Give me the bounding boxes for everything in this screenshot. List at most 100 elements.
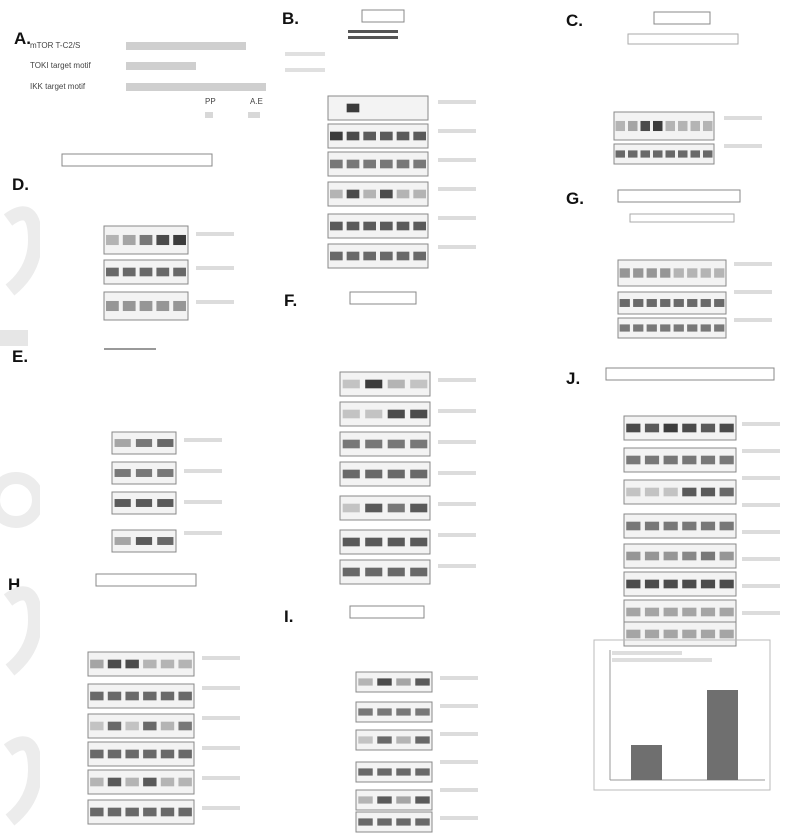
blot-label xyxy=(742,584,780,588)
panel-b-blot-3-band xyxy=(396,159,410,169)
panel-j-blot-5 xyxy=(623,543,737,569)
panel-b-blot-2-band xyxy=(330,131,343,141)
panel-a-row-3: IKK target motif xyxy=(30,82,86,91)
panel-j-blot-6-band xyxy=(700,579,716,589)
panel-d-blot-1-band xyxy=(139,234,153,246)
panel-d-blot-2-band xyxy=(156,267,170,277)
panel-h-blot-3-band xyxy=(107,721,122,731)
blot-label xyxy=(742,503,780,507)
blot-label xyxy=(742,476,780,480)
panel-j-blot-6-band xyxy=(663,579,678,589)
blot-label xyxy=(438,564,476,568)
panel-i-blot-3-band xyxy=(415,736,430,744)
treatment-header xyxy=(361,9,405,23)
panel-a-motifs: mTOR T-C2/S TOKI target motif IKK target… xyxy=(30,41,266,118)
panel-h-blot-4-band xyxy=(107,749,122,759)
panel-d-blot-2-band xyxy=(173,267,186,277)
panel-j-blot-1-band xyxy=(644,423,660,433)
blot-label xyxy=(734,262,772,266)
panel-j-blot-7-band xyxy=(719,607,734,617)
blot-label xyxy=(202,686,240,690)
panel-b-blot-5-band xyxy=(363,221,376,231)
panel-i-blot-4 xyxy=(355,761,433,783)
panel-f-blot-3-band xyxy=(365,439,383,449)
panel-b-blot-4-band xyxy=(346,189,360,199)
panel-i-blot-2-band xyxy=(358,708,373,716)
panel-h-blot-5-band xyxy=(160,777,175,787)
panel-j-blot-6-band xyxy=(626,579,641,589)
panel-j-blot-2-band xyxy=(719,455,734,465)
blot-label xyxy=(438,158,476,162)
panel-d-blot-3-band xyxy=(139,300,153,312)
panel-i-blot-5-band xyxy=(358,796,373,804)
panel-g-blot-2-band xyxy=(660,299,671,307)
panel-h-blot-4-band xyxy=(125,749,139,759)
panel-j-blot-3-band xyxy=(626,487,641,497)
panel-h-blot-6 xyxy=(87,799,195,825)
panel-j-bar-1 xyxy=(631,745,662,780)
panel-h-blot-1-band xyxy=(107,659,122,669)
panel-b-blot-2-band xyxy=(346,131,360,141)
panel-g-blot-2-band xyxy=(714,299,725,307)
panel-j-blot-5-band xyxy=(682,551,697,561)
panel-j-blot-6 xyxy=(623,571,737,597)
panel-g-blot-2-band xyxy=(673,299,684,307)
panel-j-blot-8-band xyxy=(663,629,678,639)
panel-f-blot-4-band xyxy=(342,469,360,479)
panel-b-blot-6-band xyxy=(413,251,426,261)
blot-label xyxy=(184,469,222,473)
panel-b-blot-4-band xyxy=(363,189,376,199)
blot-label xyxy=(438,245,476,249)
panel-c-blot-2 xyxy=(613,143,715,165)
panel-j-blot-7-band xyxy=(663,607,678,617)
blot-label xyxy=(202,776,240,780)
panel-b-blot-4-band xyxy=(380,189,393,199)
panel-h-blot-4-band xyxy=(143,749,157,759)
panel-i-blot-6-band xyxy=(415,818,430,826)
panel-c-blot-1-band xyxy=(628,120,638,132)
panel-i-blot-6-band xyxy=(358,818,373,826)
panel-j-blot-6-band xyxy=(644,579,660,589)
panel-j-bar-2 xyxy=(707,690,738,780)
blot-label xyxy=(742,422,780,426)
panel-e-blot-1-band xyxy=(114,439,131,447)
panel-h-blot-1-band xyxy=(160,659,175,669)
panel-j-blot-7-band xyxy=(626,607,641,617)
panel-label-a: A. xyxy=(14,29,31,48)
panel-d-blot-1-band xyxy=(173,234,186,246)
panel-g-blot-3-band xyxy=(714,324,725,332)
panel-h-blot-5 xyxy=(87,769,195,795)
panel-i-blot-5-band xyxy=(377,796,392,804)
panel-d-blot-3-band xyxy=(156,300,170,312)
panel-d-blot-3-band xyxy=(106,300,119,312)
panel-g-blot-3-band xyxy=(673,324,684,332)
panel-f-blot-3-band xyxy=(410,439,428,449)
panel-j-blot-5-band xyxy=(719,551,734,561)
panel-h-blot-5-band xyxy=(143,777,157,787)
panel-b-blot-4-band xyxy=(413,189,426,199)
panel-j-blot-4-band xyxy=(700,521,716,531)
panel-g-blot-1-band xyxy=(646,268,657,278)
panel-h-blot-6-band xyxy=(107,807,122,817)
panel-g-blot-2-band xyxy=(687,299,698,307)
panel-h-blot-2-band xyxy=(125,691,139,701)
blot-label xyxy=(202,716,240,720)
panel-h-blot-3-band xyxy=(143,721,157,731)
panel-i-blot-6 xyxy=(355,811,433,833)
panel-f-blot-6-band xyxy=(387,537,405,547)
panel-j-blot-8-band xyxy=(682,629,697,639)
panel-h-blot-3-band xyxy=(160,721,175,731)
panel-h-blot-6-band xyxy=(160,807,175,817)
panel-f-blot-7-band xyxy=(342,567,360,577)
panel-c-blot-1-band xyxy=(615,120,625,132)
panel-j-blot-5-band xyxy=(700,551,716,561)
panel-g-blot-1-band xyxy=(700,268,711,278)
panel-j-blot-3-band xyxy=(719,487,734,497)
blot-label xyxy=(202,656,240,660)
blot-label xyxy=(742,530,780,534)
blot-label xyxy=(440,816,478,820)
panel-g-blot-2-band xyxy=(619,299,630,307)
treatment-header xyxy=(653,11,711,25)
blot-label xyxy=(438,100,476,104)
panel-f-blot-3-band xyxy=(342,439,360,449)
